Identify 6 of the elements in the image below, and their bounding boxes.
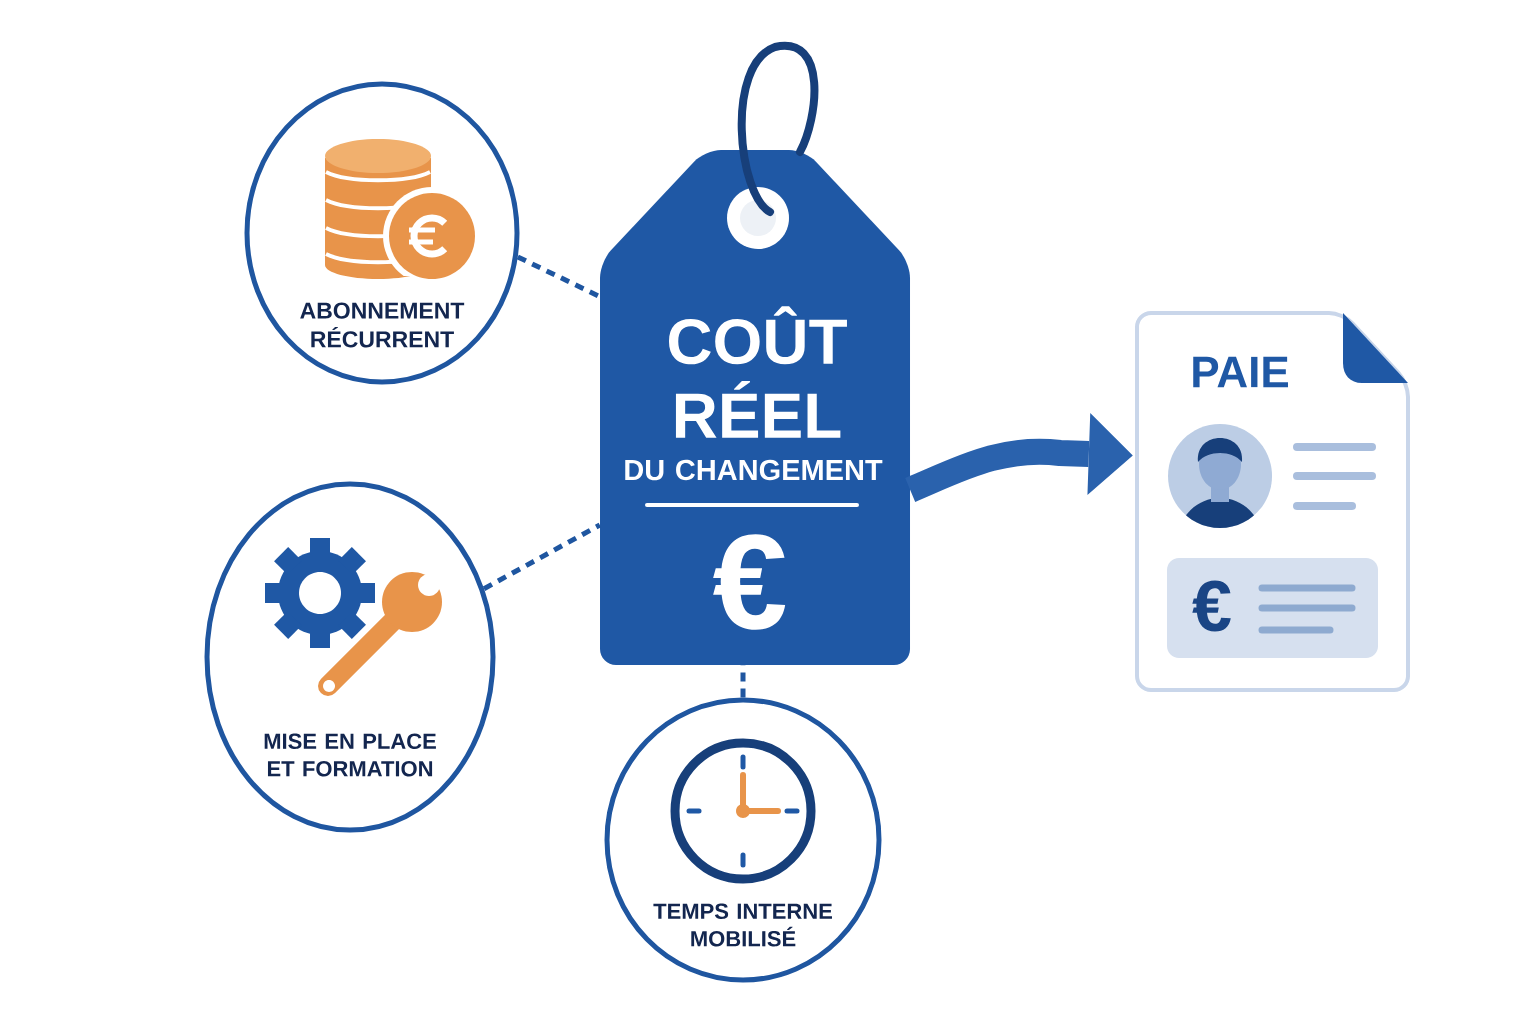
dashed-connector bbox=[482, 522, 601, 591]
dashed-connector bbox=[516, 254, 601, 299]
tag-subtitle: DU CHANGEMENT bbox=[625, 459, 883, 481]
curved-arrow bbox=[905, 413, 1133, 502]
tag-title: COÛT RÉEL bbox=[668, 306, 847, 438]
euro-sign: € bbox=[713, 534, 786, 630]
